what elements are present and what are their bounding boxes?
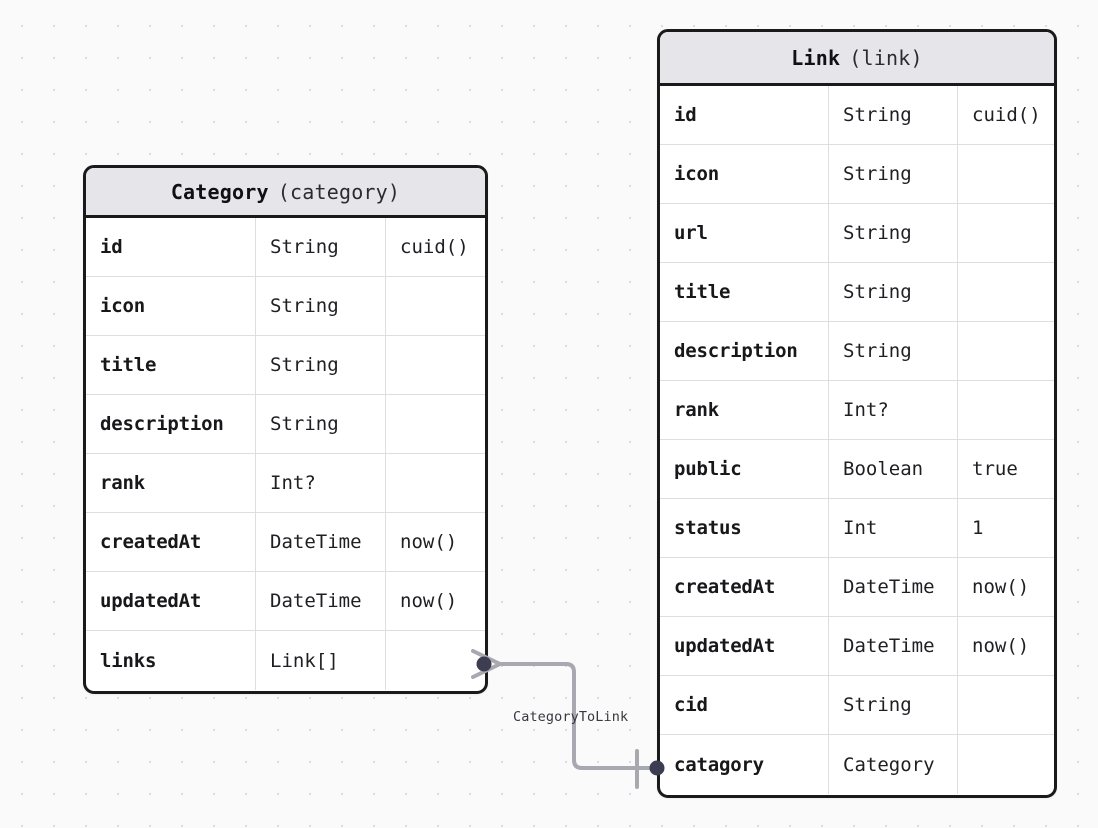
field-type: String [829, 263, 958, 321]
table-row[interactable]: updatedAt DateTime now() [660, 617, 1054, 676]
field-default: true [972, 458, 1018, 480]
table-row[interactable]: links Link[] [86, 631, 485, 690]
field-type: String [256, 218, 386, 276]
field-default [958, 381, 1054, 439]
field-default [386, 454, 485, 512]
field-type: Category [829, 735, 958, 794]
field-name: id [86, 218, 256, 276]
field-type: String [256, 395, 386, 453]
field-default [958, 322, 1054, 380]
field-default [958, 735, 1054, 794]
field-type: DateTime [256, 572, 386, 630]
field-type: Int? [829, 381, 958, 439]
field-default: now() [400, 531, 458, 553]
field-type: String [256, 336, 386, 394]
table-row[interactable]: icon String [86, 277, 485, 336]
field-name: icon [86, 277, 256, 335]
field-type: Link[] [256, 631, 386, 690]
field-name: rank [660, 381, 829, 439]
table-row[interactable]: public Boolean true [660, 440, 1054, 499]
field-default [386, 277, 485, 335]
field-default [386, 395, 485, 453]
relation-label: CategoryToLink [513, 709, 629, 725]
field-default [386, 631, 485, 690]
table-row[interactable]: catagory Category [660, 735, 1054, 794]
field-name: description [660, 322, 829, 380]
field-type: Int? [256, 454, 386, 512]
table-row[interactable]: createdAt DateTime now() [660, 558, 1054, 617]
field-name: id [660, 86, 829, 144]
field-name: createdAt [86, 513, 256, 571]
field-name: updatedAt [86, 572, 256, 630]
entity-title-category: Category [170, 179, 269, 204]
field-type: String [829, 322, 958, 380]
entity-table-category[interactable]: Category (category) id String cuid() ico… [83, 165, 488, 694]
entity-header-category: Category (category) [86, 168, 485, 218]
field-name: public [660, 440, 829, 498]
entity-table-link[interactable]: Link (link) id String cuid() icon String… [657, 29, 1057, 798]
table-row[interactable]: description String [86, 395, 485, 454]
field-name: title [660, 263, 829, 321]
field-name: catagory [660, 735, 829, 794]
field-type: String [829, 204, 958, 262]
field-name: icon [660, 145, 829, 203]
field-default [958, 145, 1054, 203]
field-type: String [829, 86, 958, 144]
field-type: String [829, 145, 958, 203]
field-type: DateTime [256, 513, 386, 571]
field-type: Int [829, 499, 958, 557]
table-row[interactable]: rank Int? [86, 454, 485, 513]
table-row[interactable]: status Int 1 [660, 499, 1054, 558]
field-name: links [86, 631, 256, 690]
field-default: now() [972, 576, 1030, 598]
table-row[interactable]: title String [660, 263, 1054, 322]
field-default [958, 263, 1054, 321]
table-row[interactable]: updatedAt DateTime now() [86, 572, 485, 631]
field-name: description [86, 395, 256, 453]
field-type: Boolean [829, 440, 958, 498]
field-default [958, 676, 1054, 734]
field-name: rank [86, 454, 256, 512]
entity-title-link: Link [791, 45, 841, 70]
field-default: now() [400, 590, 458, 612]
entity-header-link: Link (link) [660, 32, 1054, 86]
table-row[interactable]: rank Int? [660, 381, 1054, 440]
table-row[interactable]: url String [660, 204, 1054, 263]
table-row[interactable]: createdAt DateTime now() [86, 513, 485, 572]
table-row[interactable]: description String [660, 322, 1054, 381]
field-type: DateTime [829, 617, 958, 675]
field-default: 1 [972, 517, 984, 539]
table-row[interactable]: cid String [660, 676, 1054, 735]
field-name: title [86, 336, 256, 394]
field-default: cuid() [400, 236, 469, 258]
table-row[interactable]: id String cuid() [86, 218, 485, 277]
field-type: DateTime [829, 558, 958, 616]
field-name: url [660, 204, 829, 262]
field-name: createdAt [660, 558, 829, 616]
entity-dbname-link: (link) [849, 45, 923, 70]
field-default: cuid() [972, 104, 1041, 126]
field-name: cid [660, 676, 829, 734]
entity-fields-link: id String cuid() icon String url String … [660, 86, 1054, 794]
field-type: String [256, 277, 386, 335]
entity-fields-category: id String cuid() icon String title Strin… [86, 218, 485, 690]
table-row[interactable]: title String [86, 336, 485, 395]
field-default [958, 204, 1054, 262]
table-row[interactable]: id String cuid() [660, 86, 1054, 145]
field-type: String [829, 676, 958, 734]
field-default [386, 336, 485, 394]
field-name: status [660, 499, 829, 557]
field-name: updatedAt [660, 617, 829, 675]
entity-dbname-category: (category) [277, 179, 401, 204]
field-default: now() [972, 635, 1030, 657]
table-row[interactable]: icon String [660, 145, 1054, 204]
